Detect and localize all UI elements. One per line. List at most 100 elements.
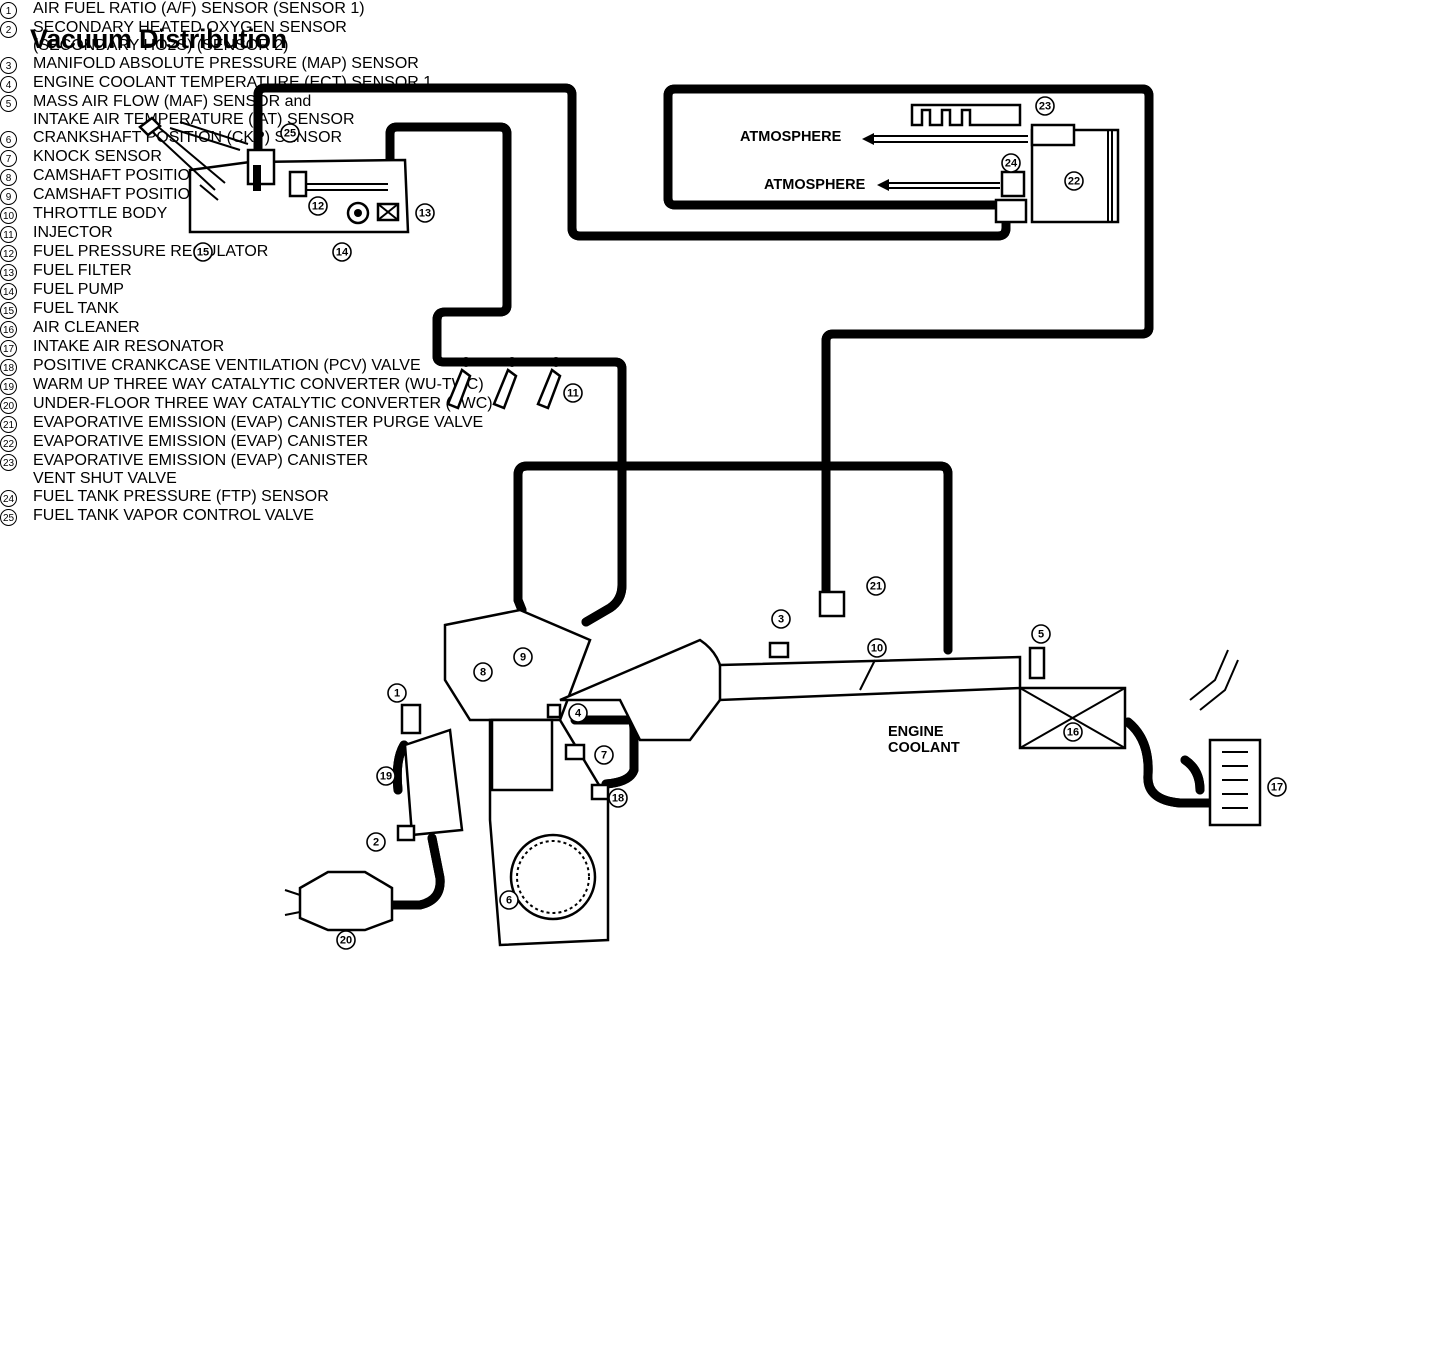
callout-number: 24: [1005, 158, 1018, 170]
callout-circle: [1063, 722, 1083, 742]
callout-circle: [366, 832, 386, 852]
legend-text: MASS AIR FLOW (MAF) SENSOR and INTAKE AI…: [33, 93, 355, 128]
ho2s-sensor: [396, 824, 416, 842]
callout-22: 22: [1064, 171, 1084, 191]
legend-text: FUEL FILTER: [33, 262, 132, 279]
callout-number: 22: [1068, 176, 1080, 188]
vent-shut-valve: [910, 103, 1022, 127]
legend-number: 23: [0, 454, 17, 471]
af-sensor: [400, 703, 422, 735]
legend-number: 10: [0, 207, 17, 224]
callout-20: 20: [336, 930, 356, 950]
callout-25: 25: [280, 123, 300, 143]
legend-item-2: 2 SECONDARY HEATED OXYGEN SENSOR (SECONDA…: [0, 19, 640, 55]
filler-cap: [138, 116, 162, 137]
pcv-valve: [590, 783, 610, 801]
ect-sensor: [546, 703, 562, 719]
callout-circle: [336, 930, 356, 950]
legend-text: INTAKE AIR RESONATOR: [33, 338, 225, 355]
legend-text: FUEL PUMP: [33, 281, 124, 298]
callout-7: 7: [594, 745, 614, 765]
engine-coolant-line-2: COOLANT: [888, 740, 960, 756]
atmosphere-arrow-2: [877, 179, 889, 191]
crank-wheel: [509, 833, 597, 921]
fuel-tank-assembly: [138, 116, 410, 234]
fuel-filler-neck: [144, 119, 226, 201]
callout-11: 11: [563, 383, 583, 403]
legend-item-17: 17 INTAKE AIR RESONATOR: [0, 338, 700, 357]
legend-item-24: 24 FUEL TANK PRESSURE (FTP) SENSOR: [0, 488, 700, 507]
engine-coolant-label: ENGINE COOLANT: [888, 724, 960, 756]
callout-number: 18: [612, 793, 624, 805]
legend-number: 4: [0, 76, 17, 93]
callout-circle: [473, 662, 493, 682]
callout-3: 3: [771, 609, 791, 629]
callout-circle: [563, 383, 583, 403]
callout-23: 23: [1035, 96, 1055, 116]
callout-number: 20: [340, 935, 352, 947]
callout-24: 24: [1001, 153, 1021, 173]
legend-number: 5: [0, 95, 17, 112]
legend-text: FUEL PRESSURE REGULATOR: [33, 243, 269, 260]
callout-circle: [1267, 777, 1287, 797]
callout-5: 5: [1031, 624, 1051, 644]
callout-12: 12: [308, 196, 328, 216]
throttle-tube: [718, 655, 1022, 702]
atmosphere-arrow-1: [862, 133, 874, 145]
legend-number: 22: [0, 435, 17, 452]
callout-17: 17: [1267, 777, 1287, 797]
legend-text: SECONDARY HEATED OXYGEN SENSOR (SECONDAR…: [33, 19, 347, 54]
engine-coolant-line-1: ENGINE: [888, 724, 944, 740]
legend-text: EVAPORATIVE EMISSION (EVAP) CANISTER PUR…: [33, 414, 484, 431]
callout-circle: [415, 203, 435, 223]
callout-circle: [513, 647, 533, 667]
legend-number: 19: [0, 378, 17, 395]
callout-circle: [594, 745, 614, 765]
legend-number: 17: [0, 340, 17, 357]
callout-13: 13: [415, 203, 435, 223]
atmosphere-label-2: ATMOSPHERE: [764, 177, 866, 193]
callout-number: 2: [373, 837, 379, 849]
callout-10: 10: [867, 638, 887, 658]
callout-circle: [867, 638, 887, 658]
legend-number: 1: [0, 2, 17, 19]
callout-number: 12: [312, 201, 324, 213]
fuel-vent-line: [169, 121, 249, 151]
legend-text: FUEL TANK PRESSURE (FTP) SENSOR: [33, 488, 329, 505]
callout-circle: [308, 196, 328, 216]
legend-number: 24: [0, 490, 17, 507]
callout-number: 23: [1039, 101, 1051, 113]
callout-number: 25: [284, 128, 296, 140]
callout-circle: [376, 766, 396, 786]
legend-number: 2: [0, 21, 17, 38]
callout-number: 7: [601, 750, 607, 762]
callout-circle: [193, 242, 213, 262]
legend-item-14: 14 FUEL PUMP: [0, 281, 700, 300]
legend-number: 3: [0, 57, 17, 74]
wu-twc: [403, 728, 464, 837]
legend-number: 20: [0, 397, 17, 414]
legend-text: MANIFOLD ABSOLUTE PRESSURE (MAP) SENSOR: [33, 55, 419, 72]
callout-number: 14: [336, 247, 349, 259]
callout-circle: [280, 123, 300, 143]
legend-number: 25: [0, 509, 17, 526]
legend-number: 9: [0, 188, 17, 205]
legend-text: KNOCK SENSOR: [33, 148, 162, 165]
callout-circle: [1035, 96, 1055, 116]
legend-number: 14: [0, 283, 17, 300]
callout-circle: [499, 890, 519, 910]
resonator: [1208, 738, 1262, 827]
purge-valve: [818, 590, 846, 618]
legend-number: 6: [0, 131, 17, 148]
injectors: [446, 357, 562, 410]
callout-19: 19: [376, 766, 396, 786]
callout-8: 8: [473, 662, 493, 682]
atmosphere-label-1: ATMOSPHERE: [740, 129, 842, 145]
